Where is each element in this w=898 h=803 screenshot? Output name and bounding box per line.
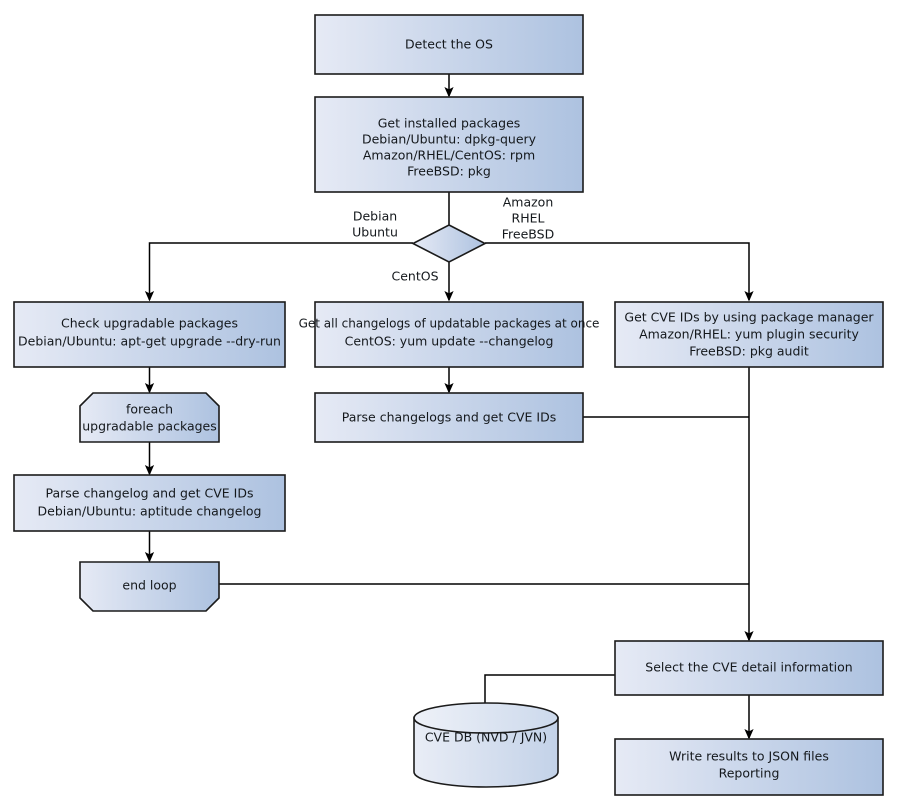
foreach-loop-line-2: upgradable packages — [82, 419, 217, 434]
label-centos: CentOS — [391, 269, 438, 284]
get-cve-ids-pm-line-3: FreeBSD: pkg audit — [689, 344, 809, 359]
node-foreach-loop[interactable]: foreach upgradable packages — [79, 392, 220, 443]
end-loop-label: end loop — [122, 578, 176, 593]
label-debian: Debian — [353, 209, 397, 224]
get-all-changelogs-box[interactable] — [314, 301, 584, 368]
get-installed-packages-line-4: FreeBSD: pkg — [407, 164, 491, 179]
os-decision-diamond[interactable] — [411, 224, 487, 263]
get-all-changelogs-line-1: Get all changelogs of updatable packages… — [299, 317, 600, 331]
label-rhel: RHEL — [512, 211, 545, 226]
select-cve-detail-box[interactable] — [614, 640, 884, 696]
get-installed-packages-box[interactable] — [314, 96, 584, 193]
node-detect-os[interactable]: Detect the OS — [314, 14, 584, 75]
foreach-loop-shape[interactable] — [79, 392, 220, 443]
label-freebsd: FreeBSD — [502, 227, 554, 242]
node-get-installed-packages[interactable]: Get installed packages Debian/Ubuntu: dp… — [314, 96, 584, 193]
get-cve-ids-pm-line-2: Amazon/RHEL: yum plugin security — [639, 327, 859, 342]
decision-edge-labels: Debian Ubuntu Amazon RHEL FreeBSD CentOS — [352, 195, 554, 284]
check-upgradable-box[interactable] — [13, 301, 286, 368]
get-installed-packages-line-2: Debian/Ubuntu: dpkg-query — [362, 132, 537, 147]
node-os-decision[interactable] — [411, 224, 487, 263]
parse-changelogs-plural-label: Parse changelogs and get CVE IDs — [342, 410, 556, 425]
detect-os-label: Detect the OS — [405, 37, 493, 52]
node-select-cve-detail[interactable]: Select the CVE detail information — [614, 640, 884, 696]
get-installed-packages-line-1: Get installed packages — [378, 116, 521, 131]
check-upgradable-line-1: Check upgradable packages — [61, 316, 238, 331]
cve-db-cylinder-top — [413, 702, 559, 734]
edge-decision-to-check-upgradable — [144, 242, 413, 302]
cve-db-cylinder-body[interactable] — [413, 717, 559, 788]
write-results-line-1: Write results to JSON files — [669, 749, 829, 764]
get-all-changelogs-line-2: CentOS: yum update --changelog — [345, 334, 554, 349]
detect-os-box[interactable] — [314, 14, 584, 75]
label-amazon: Amazon — [503, 195, 554, 210]
select-cve-detail-label: Select the CVE detail information — [645, 660, 852, 675]
node-write-results[interactable]: Write results to JSON files Reporting — [614, 738, 884, 796]
node-end-loop[interactable]: end loop — [79, 561, 220, 612]
parse-changelogs-plural-box[interactable] — [314, 392, 584, 443]
node-get-cve-ids-pm[interactable]: Get CVE IDs by using package manager Ama… — [614, 301, 884, 368]
node-parse-changelog-single[interactable]: Parse changelog and get CVE IDs Debian/U… — [13, 474, 286, 532]
end-loop-shape[interactable] — [79, 561, 220, 612]
foreach-loop-line-1: foreach — [126, 402, 173, 417]
edge-layer — [144, 74, 754, 740]
write-results-box[interactable] — [614, 738, 884, 796]
node-get-all-changelogs[interactable]: Get all changelogs of updatable packages… — [299, 301, 600, 368]
get-cve-ids-pm-box[interactable] — [614, 301, 884, 368]
write-results-line-2: Reporting — [719, 766, 780, 781]
label-ubuntu: Ubuntu — [352, 225, 398, 240]
parse-changelog-single-line-2: Debian/Ubuntu: aptitude changelog — [38, 504, 262, 519]
get-cve-ids-pm-line-1: Get CVE IDs by using package manager — [624, 310, 874, 325]
node-parse-changelogs-plural[interactable]: Parse changelogs and get CVE IDs — [314, 392, 584, 443]
edge-select-to-cve-db — [484, 674, 615, 707]
parse-changelog-single-box[interactable] — [13, 474, 286, 532]
parse-changelog-single-line-1: Parse changelog and get CVE IDs — [46, 486, 254, 501]
check-upgradable-line-2: Debian/Ubuntu: apt-get upgrade --dry-run — [18, 334, 281, 349]
node-check-upgradable[interactable]: Check upgradable packages Debian/Ubuntu:… — [13, 301, 286, 368]
get-installed-packages-line-3: Amazon/RHEL/CentOS: rpm — [363, 148, 535, 163]
cve-db-label: CVE DB (NVD / JVN) — [425, 730, 547, 745]
edge-decision-to-cve-ids-pm — [485, 242, 754, 302]
node-cve-db[interactable]: CVE DB (NVD / JVN) — [413, 702, 559, 788]
